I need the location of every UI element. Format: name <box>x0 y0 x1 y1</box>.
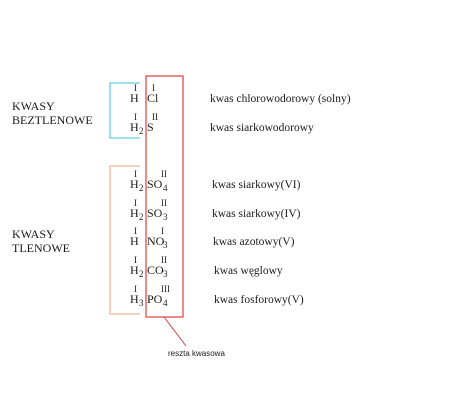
residue-subscript: 3 <box>163 269 168 279</box>
hydrogen-valence: I <box>134 112 137 122</box>
group-label-oxygen-free-line2: BEZTLENOWE <box>12 113 93 127</box>
residue-symbol: NO <box>147 234 165 248</box>
hydrogen-symbol: H <box>130 206 139 220</box>
residue-symbol: Cl <box>147 91 159 105</box>
acid-name: kwas siarkowodorowy <box>210 122 314 134</box>
hydrogen-count: 3 <box>139 298 144 308</box>
hydrogen-symbol: H <box>130 91 139 105</box>
acid-name: kwas węglowy <box>214 265 283 277</box>
acid-name: kwas azotowy(V) <box>213 236 295 248</box>
group-label-oxygen-free-line1: KWASY <box>12 99 55 113</box>
residue-subscript: 3 <box>163 212 168 222</box>
acid-name: kwas fosforowy(V) <box>214 294 304 306</box>
hydrogen-valence: I <box>134 83 137 93</box>
residue-valence: II <box>161 198 167 208</box>
hydrogen-symbol: H <box>130 120 139 134</box>
residue-valence: II <box>161 255 167 265</box>
group-label-oxygen-line1: KWASY <box>12 227 55 241</box>
bracket-oxygen <box>109 165 140 315</box>
residue-valence: I <box>152 83 155 93</box>
residue-symbol: S <box>147 120 154 134</box>
residue-valence: III <box>161 284 170 294</box>
acid-residue-caption: reszta kwasowa <box>168 349 225 358</box>
hydrogen-count: 2 <box>139 212 144 222</box>
residue-subscript: 4 <box>163 298 168 308</box>
acid-name: kwas siarkowy(IV) <box>212 208 301 220</box>
residue-valence: I <box>161 226 164 236</box>
bracket-oxygen-free <box>109 82 140 139</box>
hydrogen-valence: I <box>134 284 137 294</box>
residue-valence: II <box>152 112 158 122</box>
hydrogen-valence: I <box>134 169 137 179</box>
hydrogen-count: 2 <box>139 269 144 279</box>
group-label-oxygen-line2: TLENOWE <box>12 241 70 255</box>
acid-residue-pointer <box>163 316 187 347</box>
residue-symbol: CO <box>147 263 164 277</box>
residue-symbol: PO <box>147 292 163 306</box>
residue-valence: II <box>161 169 167 179</box>
hydrogen-symbol: H <box>130 177 139 191</box>
hydrogen-count: 2 <box>139 126 144 136</box>
hydrogen-symbol: H <box>130 263 139 277</box>
hydrogen-valence: I <box>134 226 137 236</box>
residue-symbol: SO <box>147 206 163 220</box>
acid-name: kwas siarkowy(VI) <box>212 179 301 191</box>
hydrogen-valence: I <box>134 198 137 208</box>
acid-name: kwas chlorowodorowy (solny) <box>210 93 351 105</box>
residue-symbol: SO <box>147 177 163 191</box>
hydrogen-symbol: H <box>130 292 139 306</box>
hydrogen-symbol: H <box>130 234 139 248</box>
residue-subscript: 4 <box>163 183 168 193</box>
hydrogen-count: 2 <box>139 183 144 193</box>
residue-subscript: 3 <box>163 240 168 250</box>
hydrogen-valence: I <box>134 255 137 265</box>
